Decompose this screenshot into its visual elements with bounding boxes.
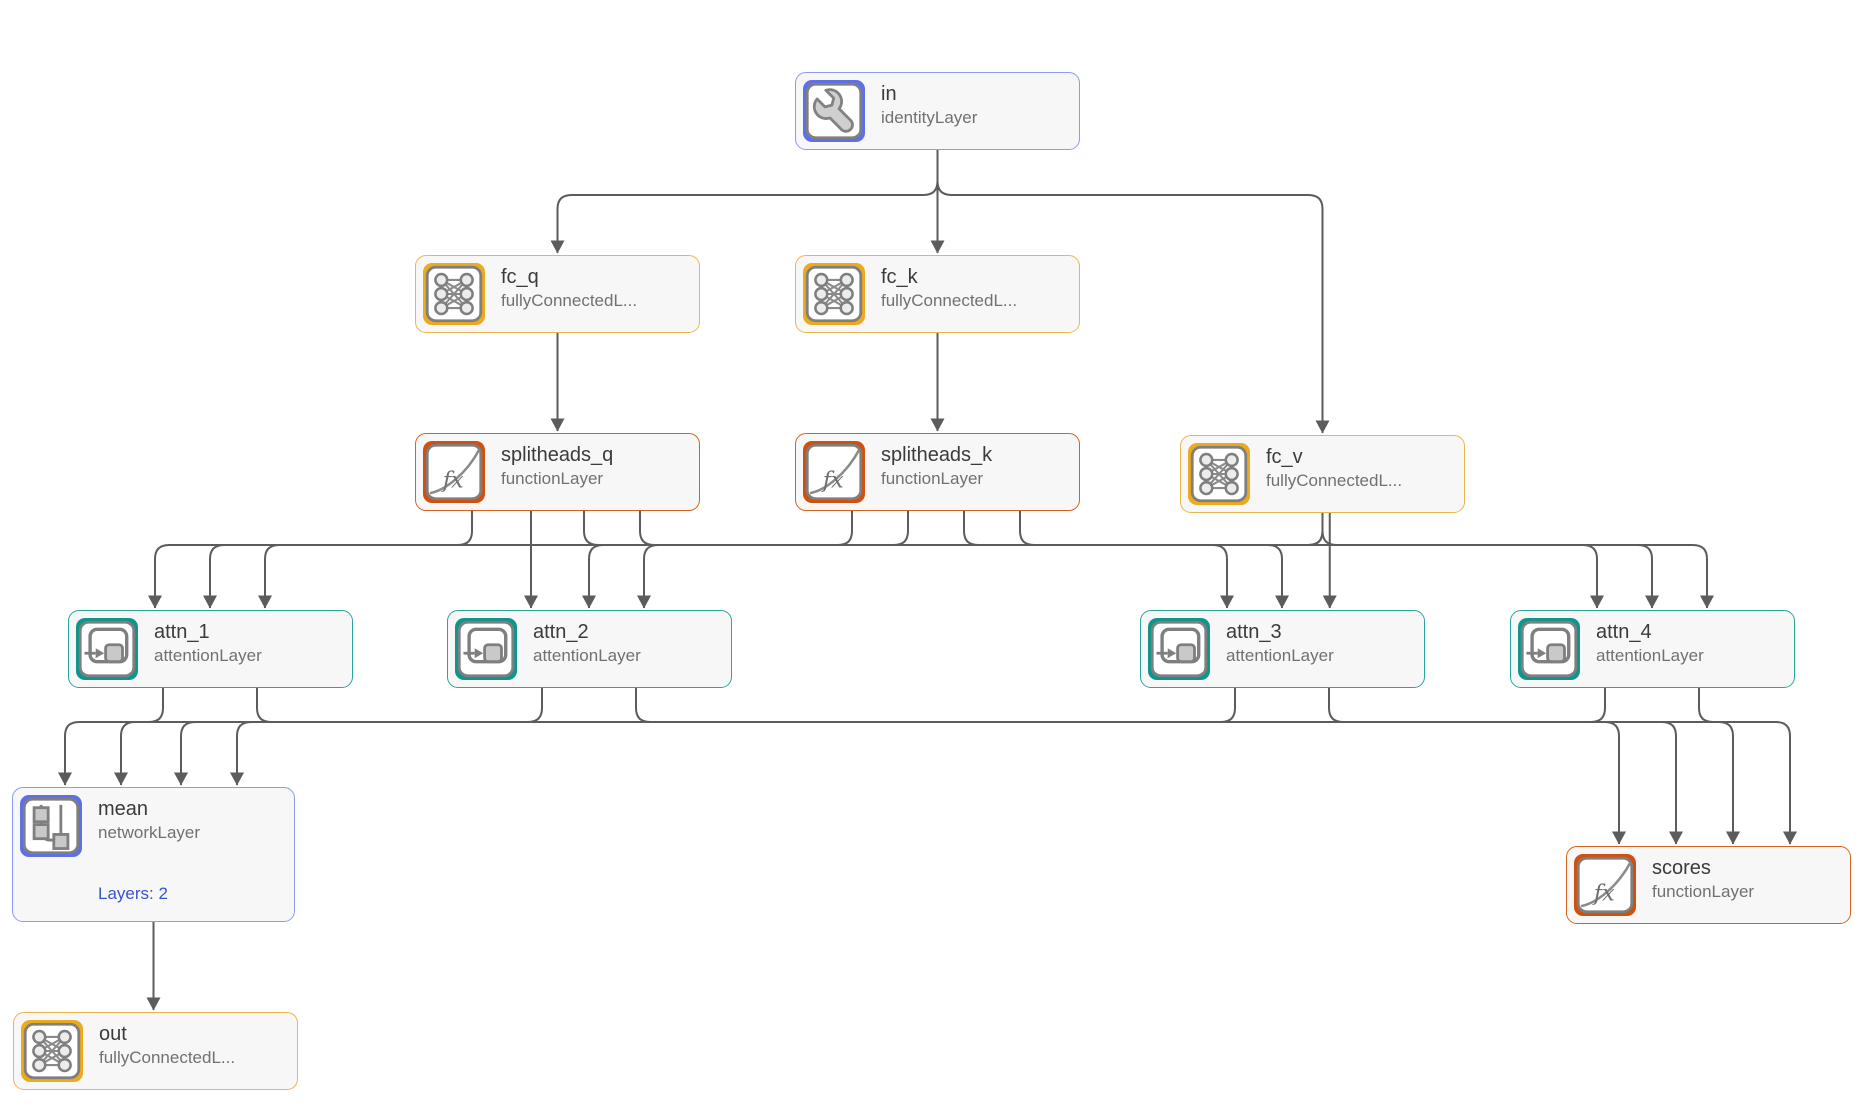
svg-text:fx: fx (821, 468, 844, 494)
fully-connected-icon (423, 263, 485, 325)
connection-splitheads_k-to-attn_2[interactable] (582, 511, 909, 609)
layer-type: identityLayer (881, 108, 978, 127)
connection-attn_4-to-scores[interactable] (1698, 688, 1797, 845)
layer-name: scores (1652, 857, 1711, 879)
connection-in-to-fc_q[interactable] (550, 150, 939, 254)
layer-labels: attn_1 attentionLayer (154, 620, 346, 666)
node-mean[interactable]: mean networkLayer Layers: 2 (12, 787, 295, 922)
connection-splitheads_k-to-attn_4[interactable] (1019, 511, 1659, 609)
layer-labels: attn_3 attentionLayer (1226, 620, 1418, 666)
connection-attn_1-to-mean[interactable] (58, 688, 164, 786)
layer-type: fullyConnectedL... (881, 291, 1018, 310)
layer-type: fullyConnectedL... (501, 291, 638, 310)
fx-icon: fx (803, 441, 865, 503)
connection-fc_v-to-attn_1[interactable] (258, 513, 1324, 609)
node-attn_4[interactable]: attn_4 attentionLayer (1510, 610, 1795, 688)
connection-attn_3-to-scores[interactable] (1328, 688, 1740, 845)
layer-labels: splitheads_q functionLayer (501, 443, 693, 489)
wrench-icon (803, 80, 865, 142)
node-fc_q[interactable]: fc_q fullyConnectedL... (415, 255, 700, 333)
connection-attn_2-to-scores[interactable] (635, 688, 1683, 845)
layer-type: attentionLayer (1596, 646, 1704, 665)
attention-icon (76, 618, 138, 680)
fx-icon: fx (1574, 854, 1636, 916)
layer-name: attn_4 (1596, 621, 1652, 643)
node-splitheads_k[interactable]: fx splitheads_k functionLayer (795, 433, 1080, 511)
node-splitheads_q[interactable]: fx splitheads_q functionLayer (415, 433, 700, 511)
layer-badge: Layers: 2 (98, 884, 168, 903)
layer-labels: attn_2 attentionLayer (533, 620, 725, 666)
layer-type: fullyConnectedL... (1266, 471, 1403, 490)
layer-labels: splitheads_k functionLayer (881, 443, 1073, 489)
layer-type: functionLayer (881, 469, 984, 488)
layer-name: attn_2 (533, 621, 589, 643)
layer-name: splitheads_k (881, 444, 993, 466)
connection-fc_v-to-attn_2[interactable] (637, 513, 1324, 609)
connection-fc_v-to-attn_4[interactable] (1321, 513, 1714, 609)
connection-attn_4-to-mean[interactable] (230, 688, 1606, 786)
node-attn_1[interactable]: attn_1 attentionLayer (68, 610, 353, 688)
network-icon (20, 795, 82, 857)
layer-name: in (881, 83, 897, 105)
layer-name: fc_v (1266, 446, 1303, 468)
layer-labels: fc_q fullyConnectedL... (501, 265, 693, 311)
node-attn_2[interactable]: attn_2 attentionLayer (447, 610, 732, 688)
layer-name: fc_q (501, 266, 539, 288)
attention-icon (1518, 618, 1580, 680)
fully-connected-icon (1188, 443, 1250, 505)
node-out[interactable]: out fullyConnectedL... (13, 1012, 298, 1090)
connection-attn_2-to-mean[interactable] (114, 688, 543, 786)
connection-splitheads_k-to-attn_3[interactable] (963, 511, 1289, 609)
layer-type: fullyConnectedL... (99, 1048, 236, 1067)
layer-type: attentionLayer (533, 646, 641, 665)
node-fc_v[interactable]: fc_v fullyConnectedL... (1180, 435, 1465, 513)
layer-labels: attn_4 attentionLayer (1596, 620, 1788, 666)
layer-labels: out fullyConnectedL... (99, 1022, 291, 1068)
fx-icon: fx (423, 441, 485, 503)
layer-name: attn_1 (154, 621, 210, 643)
layer-labels: fc_k fullyConnectedL... (881, 265, 1073, 311)
fully-connected-icon (21, 1020, 83, 1082)
layer-type: attentionLayer (154, 646, 262, 665)
attention-icon (1148, 618, 1210, 680)
connection-splitheads_q-to-attn_4[interactable] (639, 511, 1604, 609)
fully-connected-icon (803, 263, 865, 325)
connection-attn_3-to-mean[interactable] (174, 688, 1236, 786)
layer-name: fc_k (881, 266, 918, 288)
attention-icon (455, 618, 517, 680)
svg-text:fx: fx (1592, 881, 1615, 907)
layer-name: attn_3 (1226, 621, 1282, 643)
connection-splitheads_q-to-attn_3[interactable] (583, 511, 1234, 609)
connection-attn_1-to-scores[interactable] (256, 688, 1626, 845)
layer-labels: scores functionLayer (1652, 856, 1844, 902)
layer-labels: fc_v fullyConnectedL... (1266, 445, 1458, 491)
node-in[interactable]: in identityLayer (795, 72, 1080, 150)
node-attn_3[interactable]: attn_3 attentionLayer (1140, 610, 1425, 688)
node-scores[interactable]: fx scores functionLayer (1566, 846, 1851, 924)
layer-labels: in identityLayer (881, 82, 1073, 128)
svg-text:fx: fx (441, 468, 464, 494)
connection-in-to-fc_v[interactable] (936, 150, 1330, 434)
layer-name: mean (98, 798, 149, 820)
node-fc_k[interactable]: fc_k fullyConnectedL... (795, 255, 1080, 333)
layer-type: functionLayer (501, 469, 604, 488)
connection-splitheads_q-to-attn_1[interactable] (148, 511, 473, 609)
layer-name: out (99, 1023, 127, 1045)
layer-name: splitheads_q (501, 444, 614, 466)
layer-type: attentionLayer (1226, 646, 1334, 665)
layer-labels: mean networkLayer (98, 797, 288, 843)
layer-type: networkLayer (98, 823, 201, 842)
layer-type: functionLayer (1652, 882, 1755, 901)
